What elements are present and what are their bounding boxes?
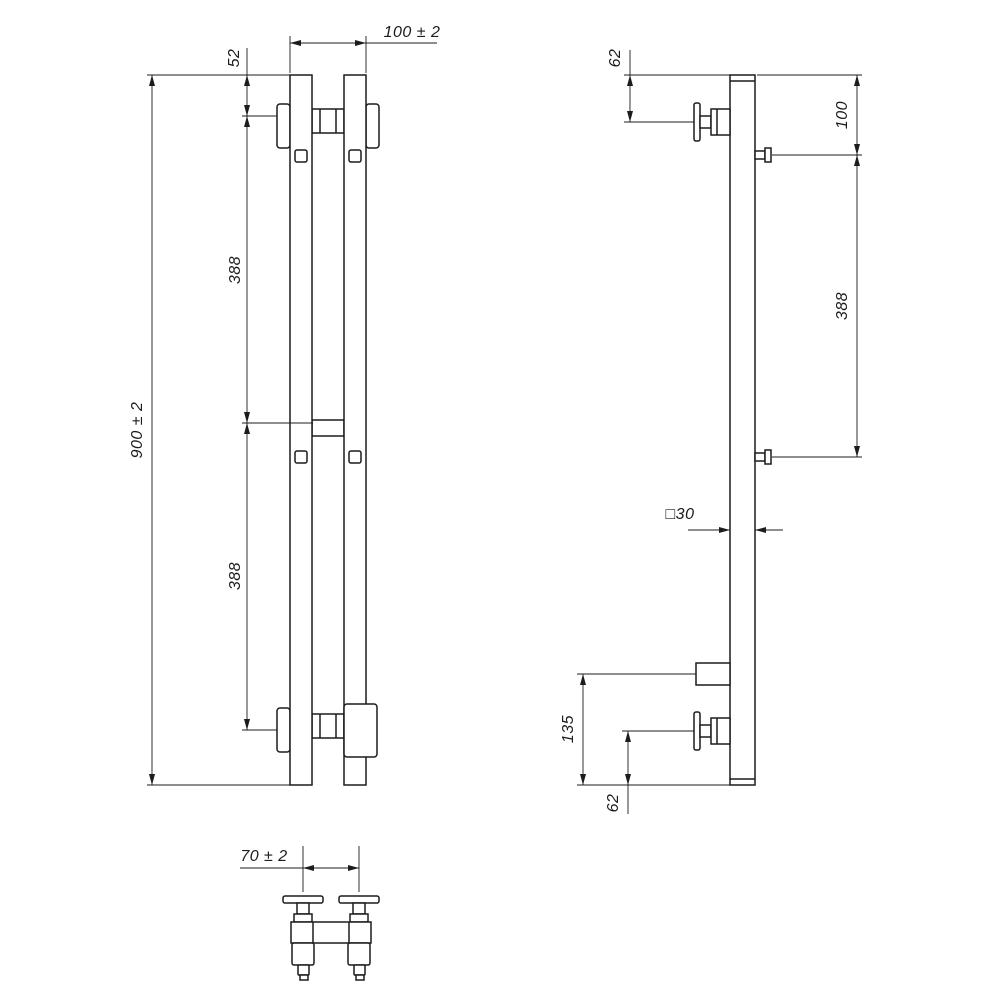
- front-view-dimensions: 52 100 ± 2 900 ± 2 388 388: [129, 24, 441, 786]
- bottom-bracket-flange: [693, 711, 701, 751]
- side-tube: [729, 74, 756, 786]
- bottom-bracket-body: [710, 717, 731, 745]
- wall-pad-top-right: [365, 103, 380, 149]
- heater-block: [343, 703, 378, 758]
- hook-top-right: [348, 149, 362, 163]
- right-tube: [343, 74, 367, 786]
- left-tube: [289, 74, 313, 786]
- top-bracket-neck: [699, 115, 712, 129]
- dim-label-power-box-offset: 135: [560, 715, 577, 743]
- top-bracket-body: [710, 108, 731, 136]
- power-box: [695, 662, 731, 686]
- dim-label-upper-span: 388: [227, 256, 244, 284]
- plan-hook-right: [353, 964, 366, 976]
- plan-crossbar: [290, 921, 372, 944]
- dim-label-top-offset: 52: [226, 49, 243, 68]
- dim-label-overall-height: 900 ± 2: [129, 402, 146, 459]
- plan-foot-left: [299, 974, 309, 981]
- dim-label-top-hook-offset: 100: [834, 101, 851, 129]
- dim-label-tube-section: □30: [666, 506, 695, 523]
- hook-pin-top-shaft: [754, 150, 766, 160]
- plan-wall-plate-right: [338, 895, 380, 904]
- plan-stem-left: [296, 902, 310, 915]
- middle-crossbar: [311, 419, 345, 437]
- dim-label-top-bracket-offset: 62: [607, 49, 624, 68]
- hook-middle-left: [294, 450, 308, 464]
- plan-wall-plate-left: [282, 895, 324, 904]
- hook-top-left: [294, 149, 308, 163]
- plan-tube-section-right: [347, 942, 371, 966]
- hook-middle-right: [348, 450, 362, 464]
- plan-hook-left: [297, 964, 310, 976]
- side-view: [693, 74, 772, 786]
- hook-pin-middle-shaft: [754, 452, 766, 462]
- plan-stem-right: [352, 902, 366, 915]
- plan-nut-right: [349, 913, 369, 923]
- bottom-crossbar: [311, 713, 345, 739]
- top-crossbar: [311, 108, 345, 134]
- dim-label-bottom-bracket-offset: 62: [605, 794, 622, 813]
- plan-foot-right: [355, 974, 365, 981]
- hook-pin-middle-cap: [764, 449, 772, 465]
- plan-view: [282, 895, 380, 981]
- dim-label-overall-width: 100 ± 2: [384, 24, 441, 41]
- plan-tube-section-left: [291, 942, 315, 966]
- front-view: [276, 74, 380, 786]
- dim-label-hook-span: 388: [834, 292, 851, 320]
- bottom-bracket-neck: [699, 724, 712, 738]
- wall-pad-top-left: [276, 103, 291, 149]
- plan-nut-left: [293, 913, 313, 923]
- side-view-dimensions: 62 100 388 □30 135 62: [560, 49, 862, 814]
- plan-view-dimensions: 70 ± 2: [240, 846, 360, 892]
- dim-label-bracket-pitch: 70 ± 2: [240, 848, 287, 865]
- wall-pad-bottom-left: [276, 707, 291, 753]
- hook-pin-top-cap: [764, 147, 772, 163]
- dim-label-lower-span: 388: [227, 562, 244, 590]
- top-bracket-flange: [693, 102, 701, 142]
